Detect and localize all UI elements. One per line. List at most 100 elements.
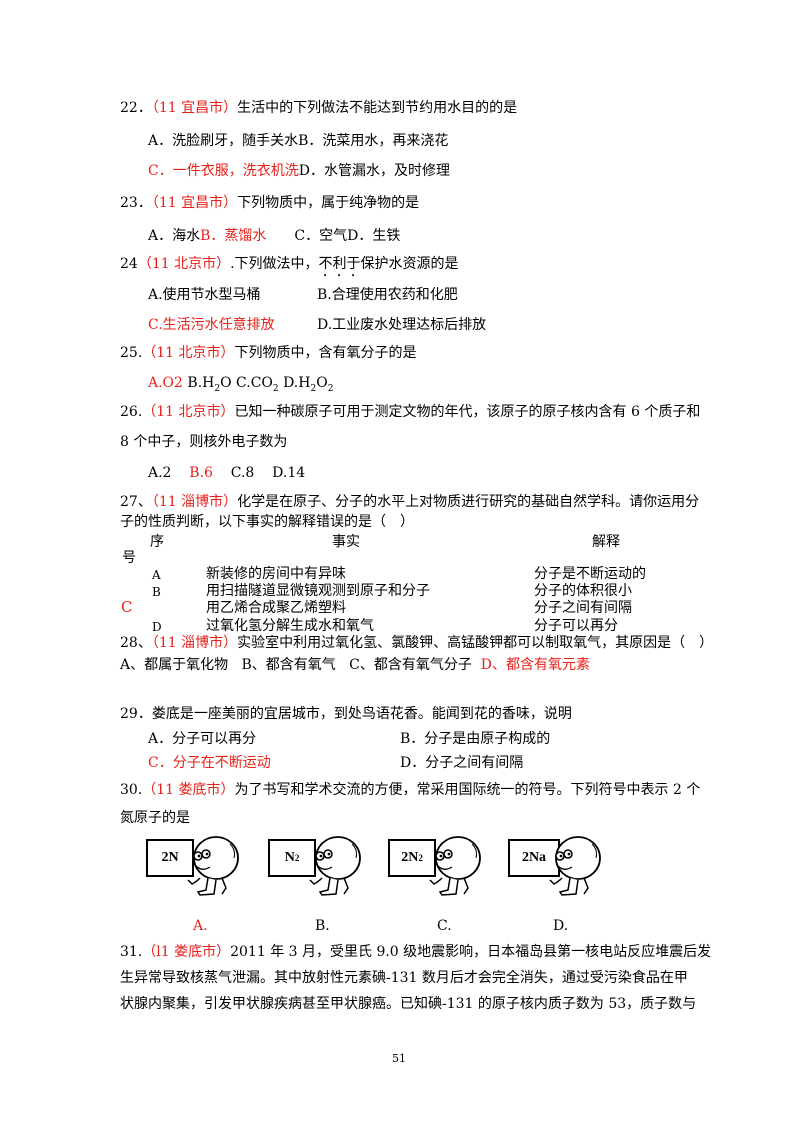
q31-number: 31.: [120, 944, 143, 960]
cartoon-character-icon: [429, 836, 481, 896]
q27-header-fact: 事实: [332, 534, 360, 550]
q23-option-b: B．蒸馏水: [200, 228, 267, 244]
q30-line: 30.（11 娄底市）为了书写和学术交流的方便，常采用国际统一的符号。下列符号中…: [120, 782, 700, 799]
q22-stem: 生活中的下列做法不能达到节约用水目的的是: [237, 100, 518, 116]
q27-row-d-expl: 分子可以再分: [534, 618, 618, 634]
q27-header-seq-bottom: 号: [122, 550, 136, 566]
q29-option-c: C．分子在不断运动: [148, 755, 271, 771]
q30-figure-d: 2Na: [508, 834, 604, 896]
q31-line-1: 31.（l1 娄底市）2011 年 3 月，受里氏 9.0 级地震影响，日本福岛…: [120, 944, 711, 961]
q27-line: 27、（11 淄博市）化学是在原子、分子的水平上对物质进行研究的基础自然学科。请…: [120, 494, 699, 511]
q28-source: （11 淄博市）: [151, 635, 238, 651]
q27-row-c-expl: 分子之间有间隔: [534, 600, 632, 616]
q22-option-c: C．一件衣服，洗衣机洗: [148, 163, 299, 179]
q26-options: A.2 B.6 C.8 D.14: [148, 465, 305, 482]
q31-source: （l1 娄底市）: [142, 944, 231, 960]
q26-source: （11 北京市）: [142, 404, 235, 420]
q28-line: 28、（11 淄博市）实验室中利用过氧化氢、氯酸钾、高锰酸钾都可以制取氧气，其原…: [120, 635, 713, 652]
q27-row-a-expl: 分子是不断运动的: [534, 566, 646, 582]
q24-number: 24: [120, 256, 138, 272]
q27-stem-2: 子的性质判断，以下事实的解释错误的是（ ）: [120, 514, 414, 530]
q23-stem: 下列物质中，属于纯净物的是: [237, 195, 420, 211]
q27-header-seq-top: 序: [150, 534, 164, 550]
q22-options-ab: A．洗脸刷牙，随手关水B．洗菜用水，再来浇花: [148, 133, 448, 150]
q29-option-b: B．分子是由原子构成的: [400, 731, 551, 747]
q27-row-a-fact: 新装修的房间中有异味: [206, 566, 346, 582]
cartoon-character-icon: [549, 836, 601, 896]
q25-source: （11 北京市）: [142, 345, 235, 361]
q27-row-b-expl: 分子的体积很小: [534, 583, 632, 599]
q26-number: 26.: [120, 404, 143, 420]
q30-stem-1: 为了书写和学术交流的方便，常采用国际统一的符号。下列符号中表示 2 个: [234, 782, 701, 798]
q25-option-b: B.H2O: [187, 375, 232, 394]
q28-stem: 实验室中利用过氧化氢、氯酸钾、高锰酸钾都可以制取氧气，其原因是（ ）: [237, 635, 714, 651]
q29-stem: 29．娄底是一座美丽的宜居城市，到处鸟语花香。能闻到花的香味，说明: [120, 706, 572, 722]
q23-source: （11 宜昌市）: [151, 195, 238, 211]
q26-stem-1: 已知一种碳原子可用于测定文物的年代，该原子的原子核内含有 6 个质子和: [234, 404, 701, 420]
q24-line: 24（11 北京市）.下列做法中，不利于保护水资源的是: [120, 256, 459, 280]
q27-row-a-seq: A: [152, 568, 161, 582]
q29-option-a: A．分子可以再分: [148, 731, 257, 747]
q24-stem-post: 保护水资源的是: [360, 256, 459, 272]
q27-row-d-fact: 过氧化氢分解生成水和氧气: [206, 618, 374, 634]
q30-label-b: B.: [315, 918, 330, 934]
q25-options: A.O2 B.H2O C.CO2 D.H2O2: [148, 375, 333, 395]
q27-stem-1: 化学是在原子、分子的水平上对物质进行研究的基础自然学科。请你运用分: [237, 494, 700, 510]
q26-line: 26.（11 北京市）已知一种碳原子可用于测定文物的年代，该原子的原子核内含有 …: [120, 404, 700, 421]
q30-figure-a: 2N: [146, 834, 242, 896]
q31-line-3: 状腺内聚集，引发甲状腺疾病甚至甲状腺癌。已知碘-131 的原子核内质子数为 53…: [120, 996, 697, 1012]
q27-number: 27、: [120, 494, 152, 510]
cartoon-character-icon: [309, 836, 361, 896]
q25-number: 25.: [120, 345, 143, 361]
q24-option-d: D.工业废水处理达标后排放: [317, 317, 487, 333]
q30-label-c: C.: [437, 918, 452, 934]
q23-number: 23．: [120, 195, 152, 211]
q28-option-a: A、都属于氧化物: [120, 657, 229, 673]
q30-source: （11 娄底市）: [142, 782, 235, 798]
q26-option-b: B.6: [189, 465, 213, 481]
q30-symbol-a: 2N: [146, 839, 194, 877]
q25-option-d: D.H2O2: [283, 375, 334, 394]
q28-option-b: B、都含有氧气: [241, 657, 336, 673]
q27-row-c-fact: 用乙烯合成聚乙烯塑料: [206, 600, 346, 616]
q22-option-d: D．水管漏水，及时修理: [298, 163, 450, 179]
cartoon-character-icon: [187, 836, 239, 896]
q31-line-2: 生异常导致核蒸气泄漏。其中放射性元素碘-131 数月后才会完全消失，通过受污染食…: [120, 970, 688, 986]
q25-line: 25.（11 北京市）下列物质中，含有氧分子的是: [120, 345, 417, 362]
q24-source: （11 北京市）: [137, 256, 231, 272]
q26-option-c: C.8: [230, 465, 255, 481]
q22-number: 22．: [120, 100, 152, 116]
q29-option-d: D．分子之间有间隔: [400, 755, 524, 771]
q31-text-1: 2011 年 3 月，受里氏 9.0 级地震影响，日本福岛县第一核电站反应堆震后…: [230, 944, 712, 960]
q28-options: A、都属于氧化物 B、都含有氧气 C、都含有氧气分子 D、都含有氧元素: [120, 657, 590, 674]
q27-row-b-fact: 用扫描隧道显微镜观测到原子和分子: [206, 583, 430, 599]
page-number: 51: [392, 1052, 406, 1065]
q23-line: 23．（11 宜昌市）下列物质中，属于纯净物的是: [120, 195, 419, 212]
q22-line: 22．（11 宜昌市）生活中的下列做法不能达到节约用水目的的是: [120, 100, 517, 117]
q24-option-c: C.生活污水任意排放: [148, 317, 275, 333]
q24-option-a: A.使用节水型马桶: [148, 287, 261, 303]
q24-option-b: B.合理使用农药和化肥: [317, 287, 458, 303]
q27-row-b-seq: B: [152, 585, 161, 599]
q27-row-d-seq: D: [152, 620, 162, 634]
q30-stem-2: 氮原子的是: [120, 810, 190, 826]
q27-source: （11 淄博市）: [151, 494, 238, 510]
q22-option-b: B．洗菜用水，再来浇花: [298, 133, 449, 149]
q25-stem: 下列物质中，含有氧分子的是: [234, 345, 417, 361]
q26-option-a: A.2: [148, 465, 172, 481]
q22-option-a: A．洗脸刷牙，随手关水: [148, 133, 299, 149]
q23-option-a: A．海水: [148, 228, 201, 244]
q24-stem-emphasis: 不利于: [318, 256, 361, 272]
q28-number: 28、: [120, 635, 152, 651]
q30-number: 30.: [120, 782, 143, 798]
q26-stem-2: 8 个中子，则核外电子数为: [120, 434, 288, 450]
q24-stem-pre: .下列做法中，: [230, 256, 319, 272]
q23-option-c: C．空气: [294, 228, 348, 244]
q25-option-a: A.O2: [148, 375, 183, 391]
q27-header-explanation: 解释: [592, 534, 620, 550]
q22-source: （11 宜昌市）: [151, 100, 238, 116]
